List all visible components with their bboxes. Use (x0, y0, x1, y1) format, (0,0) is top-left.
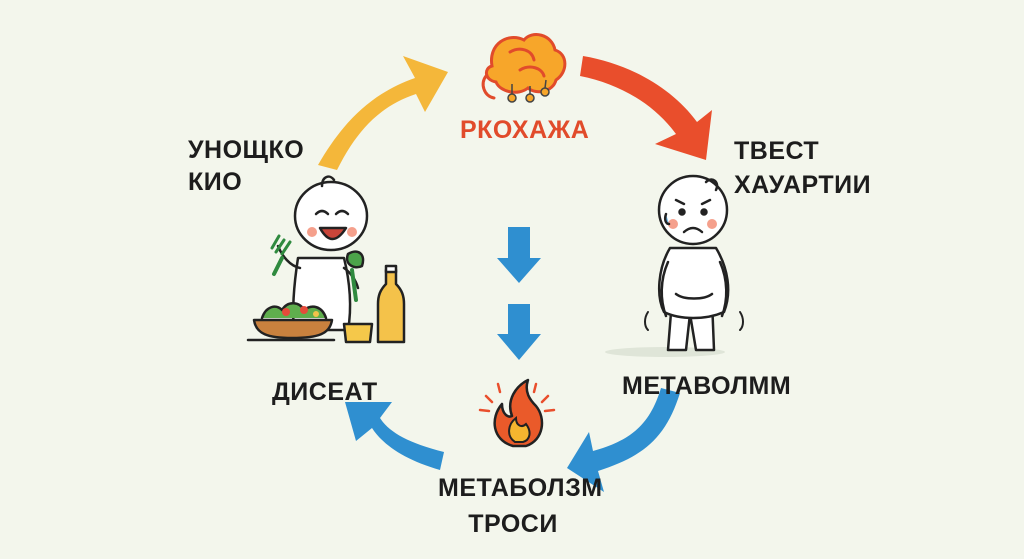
sad-person-icon (605, 174, 744, 357)
label-bottom-line-1: МЕТАБОЛЗМ (438, 474, 603, 502)
label-right-top-line-1: ТВЕСТ (734, 137, 820, 165)
label-bottom-line-2: ТРОСИ (468, 510, 558, 538)
label-right-top: ТВЕСТ ХАУАРТИИ (734, 134, 871, 202)
label-left-top: УНОЩКО КИО (188, 134, 304, 198)
center-down-arrows (497, 227, 541, 360)
arrow-blue-lower-left (345, 402, 444, 470)
arrow-blue-lower-right (567, 388, 680, 492)
brain-orange-icon (481, 33, 567, 103)
down-arrow-2 (497, 304, 541, 360)
arrow-red-down (580, 56, 712, 160)
down-arrow-1 (497, 227, 541, 283)
label-left-top-line-1: УНОЩКО (188, 136, 305, 164)
label-bottom: МЕТАБОЛЗМ ТРОСИ (438, 470, 603, 542)
label-top: РКОХАЖА (460, 116, 590, 144)
label-right-bottom: МЕТАВОЛММ (622, 372, 792, 400)
happy-eating-person-icon (246, 175, 406, 344)
label-left-top-line-2: КИО (188, 168, 243, 196)
cycle-arrows (318, 56, 712, 492)
fire-icon (478, 378, 556, 448)
arrow-yellow-up (318, 56, 448, 170)
label-left-bottom: ДИСЕАТ (272, 378, 378, 406)
label-right-top-line-2: ХАУАРТИИ (734, 171, 872, 199)
